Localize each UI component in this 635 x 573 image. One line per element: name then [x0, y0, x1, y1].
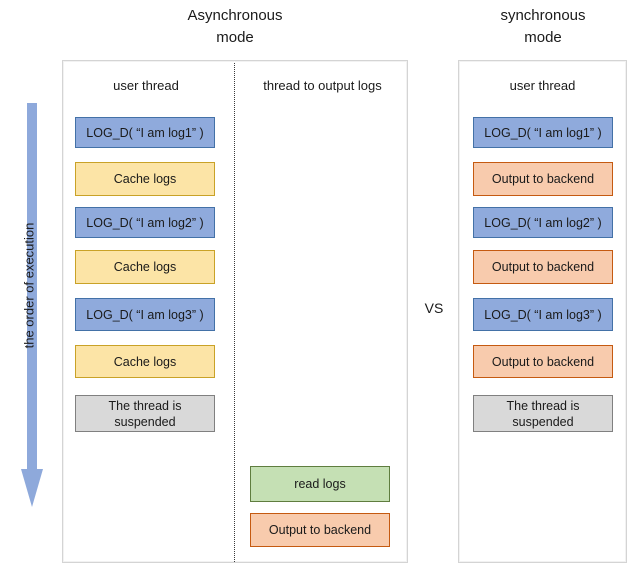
step-box-sync-output-backend-3: Output to backend [473, 345, 613, 378]
step-box-sync-log-d-3: LOG_D( “I am log3” ) [473, 298, 613, 331]
step-box-log-d-1: LOG_D( “I am log1” ) [75, 117, 215, 148]
step-box-sync-output-backend-2: Output to backend [473, 250, 613, 284]
sync-mode-title: synchronous mode [500, 7, 586, 46]
async-log-thread-header: thread to output logs [263, 78, 382, 93]
async-mode-title: Asynchronous mode [187, 7, 283, 46]
async-user-thread-header: user thread [113, 78, 179, 93]
step-box-sync-output-backend-1: Output to backend [473, 162, 613, 196]
step-box-log-d-2: LOG_D( “I am log2” ) [75, 207, 215, 238]
down-arrow-icon [21, 103, 43, 507]
order-of-execution-arrow [21, 103, 43, 507]
sync-user-thread-header: user thread [509, 78, 576, 93]
step-box-log-d-3: LOG_D( “I am log3” ) [75, 298, 215, 331]
step-box-cache-logs-1: Cache logs [75, 162, 215, 196]
vs-label: VS [424, 300, 444, 316]
step-box-thread-suspended-async: The thread is suspended [75, 395, 215, 432]
step-box-sync-log-d-2: LOG_D( “I am log2” ) [473, 207, 613, 238]
step-box-cache-logs-2: Cache logs [75, 250, 215, 284]
step-box-cache-logs-3: Cache logs [75, 345, 215, 378]
step-box-read-logs: read logs [250, 466, 390, 502]
thread-divider [234, 63, 235, 562]
step-box-thread-suspended-sync: The thread is suspended [473, 395, 613, 432]
order-of-execution-label: the order of execution [21, 222, 37, 349]
step-box-output-backend-async: Output to backend [250, 513, 390, 547]
step-box-sync-log-d-1: LOG_D( “I am log1” ) [473, 117, 613, 148]
